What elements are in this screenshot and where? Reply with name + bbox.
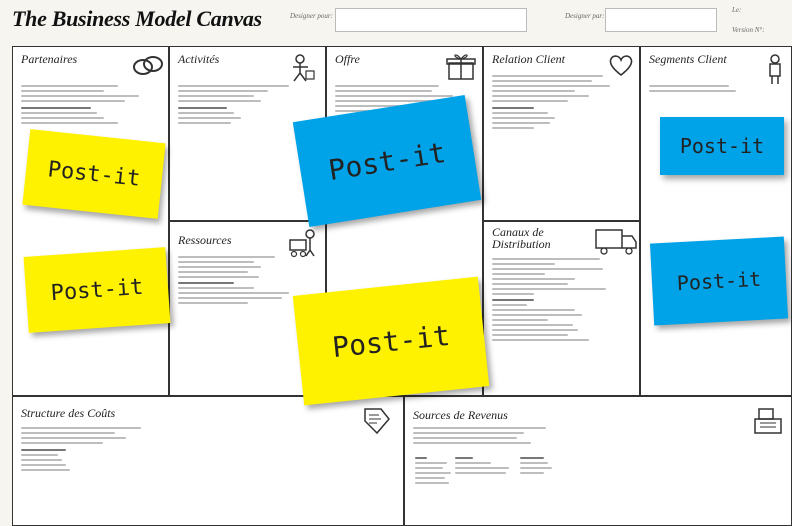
block-costs[interactable]: Structure des Coûts (12, 396, 404, 526)
block-relationship-title: Relation Client (492, 52, 565, 66)
version-label: Version N°: (732, 26, 765, 34)
heart-icon (609, 55, 633, 77)
block-segments-title: Segments Client (649, 52, 727, 66)
postit-text: Post-it (330, 318, 452, 364)
block-offer-title: Offre (335, 52, 360, 66)
designed-by-label: Designer par: (565, 12, 605, 20)
block-revenues-title: Sources de Revenus (413, 408, 508, 422)
block-activities-title: Activités (178, 52, 220, 66)
price-tag-icon (364, 408, 390, 435)
postit-text: Post-it (679, 134, 765, 158)
designed-by-field[interactable] (605, 8, 717, 32)
block-segments[interactable]: Segments Client (640, 46, 792, 396)
canvas-title: The Business Model Canvas (12, 6, 262, 31)
block-partners[interactable]: Partenaires (12, 46, 169, 396)
postit-segments-top[interactable]: Post-it (660, 117, 784, 175)
postit-text: Post-it (49, 274, 145, 306)
postit-segments-bottom[interactable]: Post-it (649, 236, 789, 326)
block-relationship[interactable]: Relation Client (483, 46, 640, 221)
block-costs-title: Structure des Coûts (21, 406, 116, 420)
block-resources-title: Ressources (178, 233, 232, 247)
designed-for-field[interactable] (335, 8, 527, 32)
worker-cart-icon (289, 229, 315, 258)
gift-box-icon (446, 54, 476, 80)
worker-icon (293, 54, 315, 82)
date-label: Le: (732, 6, 742, 14)
postit-partners-bottom[interactable]: Post-it (23, 247, 171, 333)
chain-link-icon (133, 56, 163, 75)
postit-text: Post-it (676, 266, 762, 296)
postit-partners-top[interactable]: Post-it (22, 129, 166, 219)
postit-text: Post-it (46, 156, 142, 192)
block-channels[interactable]: Canaux de Distribution (483, 221, 640, 396)
designed-for-label: Designer pour: (290, 12, 333, 20)
postit-text: Post-it (326, 135, 448, 187)
postit-offer-bottom[interactable]: Post-it (292, 276, 490, 406)
block-channels-title-line2: Distribution (492, 237, 551, 251)
block-partners-title: Partenaires (21, 52, 78, 66)
truck-icon (595, 229, 637, 255)
person-icon (769, 54, 781, 84)
cash-register-icon (754, 408, 782, 434)
block-revenues[interactable]: Sources de Revenus (404, 396, 792, 526)
block-channels-title-line1: Canaux de (492, 225, 544, 239)
